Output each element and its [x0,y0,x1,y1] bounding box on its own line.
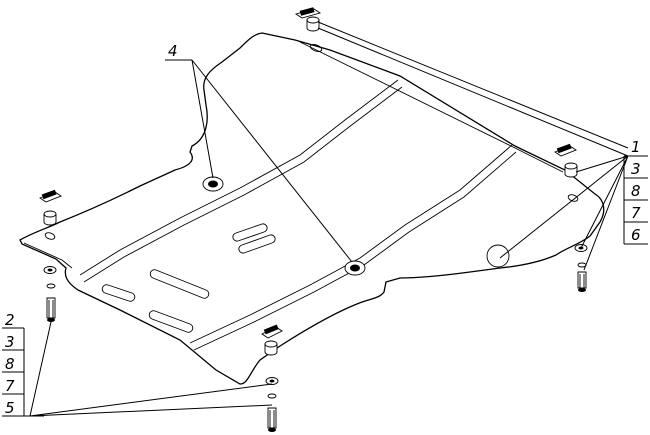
left-label-5: 5 [5,399,15,417]
right-label-3: 3 [631,160,641,178]
left-label-2: 2 [5,311,15,329]
right-label-1: 1 [631,138,641,156]
leader-right [317,21,629,271]
callout-label-4: 4 [168,42,178,60]
bushing-center [344,260,366,276]
skid-plate-outline [19,32,605,385]
service-hole [486,244,510,268]
right-label-8: 8 [631,182,641,200]
clip-nut-top [294,7,322,32]
edge-slot-left [44,232,56,240]
washer-bolt-left [43,266,57,322]
left-label-stack: 2 3 8 7 5 [2,311,25,417]
clip-nut-right [554,143,578,178]
clip-nut-left [39,189,62,226]
washer-bolt-bottom [265,377,279,432]
stiffening-rib-1 [79,79,403,283]
edge-slot-top [309,44,323,52]
left-label-3: 3 [5,333,15,351]
bushing-left [202,176,224,192]
slot [101,284,136,302]
plate-edge-line-inner [23,242,73,269]
right-label-6: 6 [631,226,641,244]
left-label-7: 7 [5,377,15,395]
right-label-stack: 1 3 8 7 6 [623,138,648,245]
leader-4 [165,59,353,263]
slot [148,310,194,333]
vent-slots [101,223,276,333]
slot [238,234,276,254]
right-label-7: 7 [631,204,641,222]
slot [149,269,210,299]
slot [232,223,268,242]
clip-nut-bottom [261,324,283,356]
left-label-8: 8 [5,355,15,373]
plate-edge-line [299,41,564,173]
